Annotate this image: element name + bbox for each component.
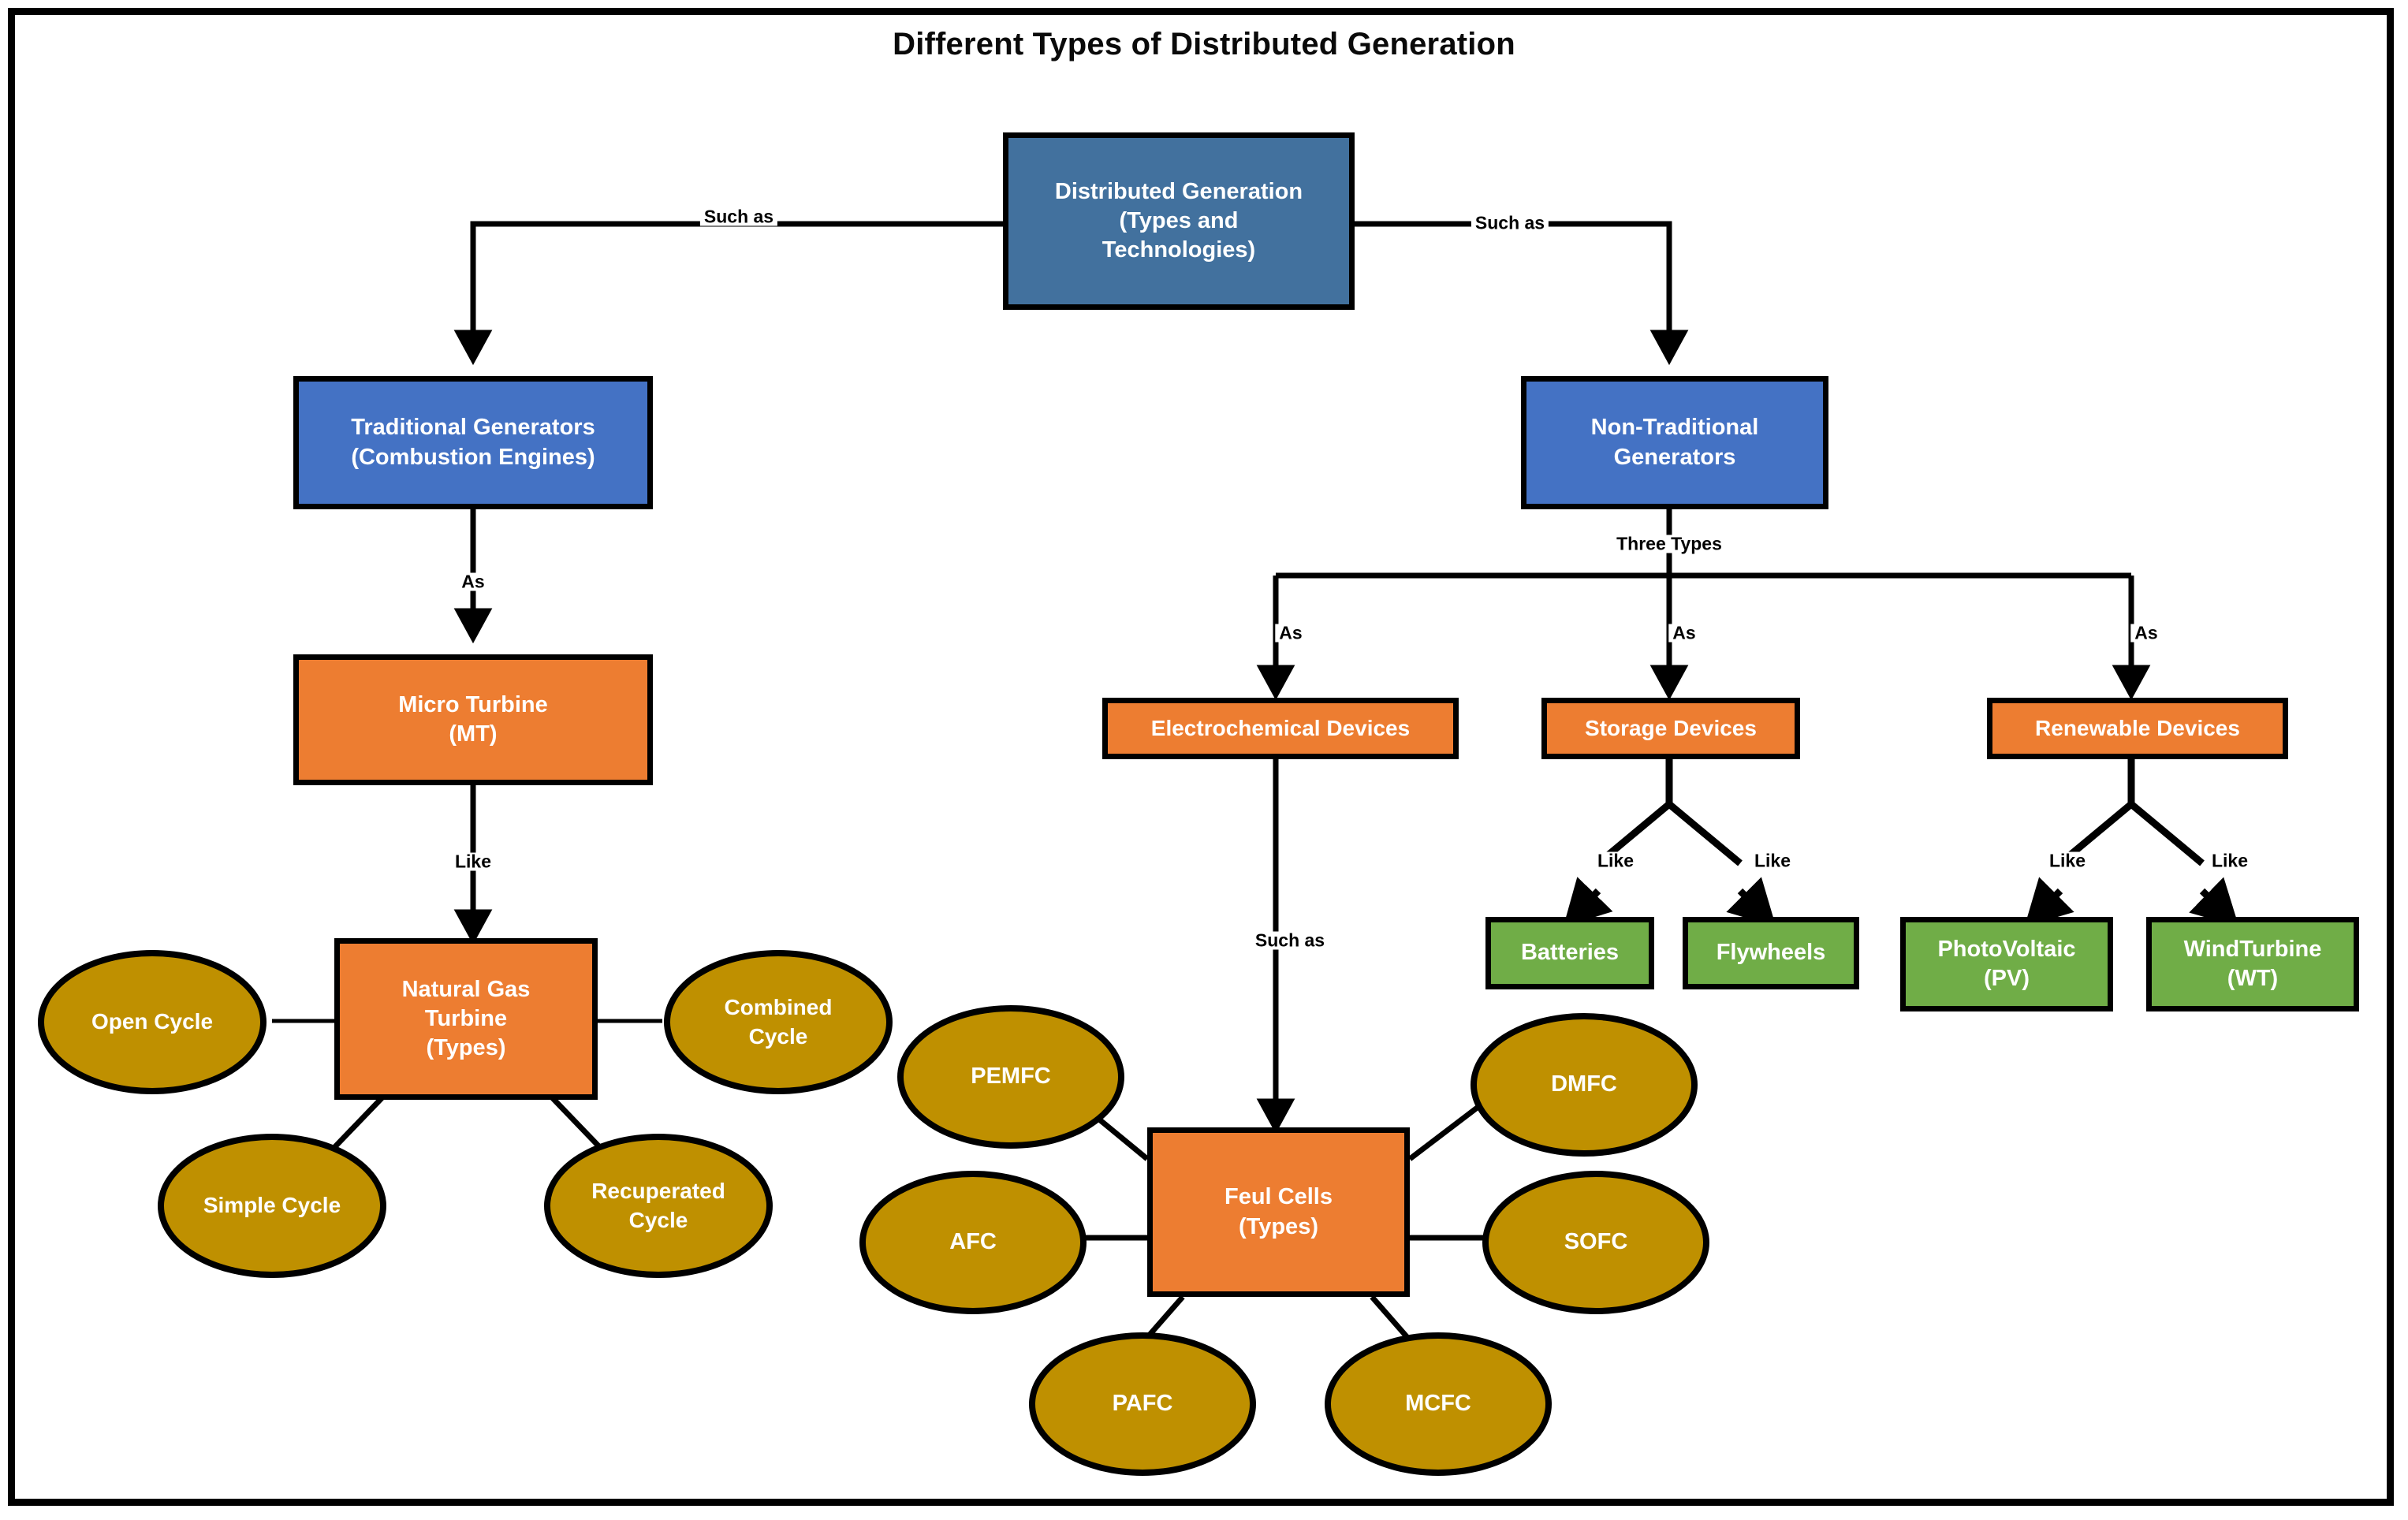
node-electrochemical-devices[interactable]: Electrochemical Devices	[1102, 698, 1459, 759]
node-pemfc[interactable]: PEMFC	[897, 1005, 1124, 1149]
edge-label-dg-to-nontraditional: Such as	[1471, 214, 1549, 233]
node-recuperated-cycle[interactable]: Recuperated Cycle	[544, 1134, 773, 1278]
node-batteries[interactable]: Batteries	[1485, 917, 1654, 989]
page-title: Different Types of Distributed Generatio…	[893, 27, 1515, 61]
node-distributed-generation[interactable]: Distributed Generation (Types and Techno…	[1003, 132, 1355, 310]
node-micro-turbine[interactable]: Micro Turbine (MT)	[293, 654, 653, 785]
node-combined-cycle[interactable]: Combined Cycle	[664, 950, 893, 1094]
edge-renewable-to-pv-wt	[2024, 759, 2239, 927]
edge-label-mt-to-ngt: Like	[450, 852, 496, 871]
node-flywheels[interactable]: Flywheels	[1683, 917, 1859, 989]
node-open-cycle[interactable]: Open Cycle	[38, 950, 267, 1094]
edge-label-three-types: Three Types	[1612, 535, 1726, 553]
node-afc[interactable]: AFC	[859, 1171, 1087, 1314]
node-renewable-devices[interactable]: Renewable Devices	[1987, 698, 2288, 759]
node-simple-cycle[interactable]: Simple Cycle	[158, 1134, 386, 1278]
edge-label-traditional-to-mt: As	[457, 572, 489, 591]
node-windturbine[interactable]: WindTurbine (WT)	[2146, 917, 2359, 1011]
edge-label-nontraditional-to-renewable: As	[2130, 624, 2162, 643]
node-dmfc[interactable]: DMFC	[1471, 1013, 1698, 1157]
edge-storage-to-batteries-flywheels	[1563, 759, 1776, 927]
edge-label-renewable-to-pv: Like	[2045, 851, 2090, 870]
node-fuel-cells[interactable]: Feul Cells (Types)	[1147, 1127, 1410, 1297]
node-sofc[interactable]: SOFC	[1482, 1171, 1709, 1314]
node-natural-gas-turbine[interactable]: Natural Gas Turbine (Types)	[334, 938, 598, 1100]
edge-dg-to-nontraditional	[1355, 221, 1689, 366]
edge-label-dg-to-traditional: Such as	[699, 207, 778, 226]
node-storage-devices[interactable]: Storage Devices	[1541, 698, 1800, 759]
node-traditional-generators[interactable]: Traditional Generators (Combustion Engin…	[293, 376, 653, 509]
edge-dg-to-traditional	[453, 221, 1003, 366]
edge-label-nontraditional-to-storage: As	[1668, 624, 1700, 643]
edge-label-electrochemical-to-fuelcells: Such as	[1251, 931, 1329, 950]
edge-label-renewable-to-wt: Like	[2207, 851, 2253, 870]
edge-label-nontraditional-to-electrochemical: As	[1275, 624, 1307, 643]
node-mcfc[interactable]: MCFC	[1325, 1332, 1552, 1476]
edge-label-storage-to-batteries: Like	[1593, 851, 1638, 870]
edge-label-storage-to-flywheels: Like	[1750, 851, 1795, 870]
node-pafc[interactable]: PAFC	[1029, 1332, 1256, 1476]
node-non-traditional-generators[interactable]: Non-Traditional Generators	[1521, 376, 1828, 509]
node-photovoltaic[interactable]: PhotoVoltaic (PV)	[1900, 917, 2113, 1011]
